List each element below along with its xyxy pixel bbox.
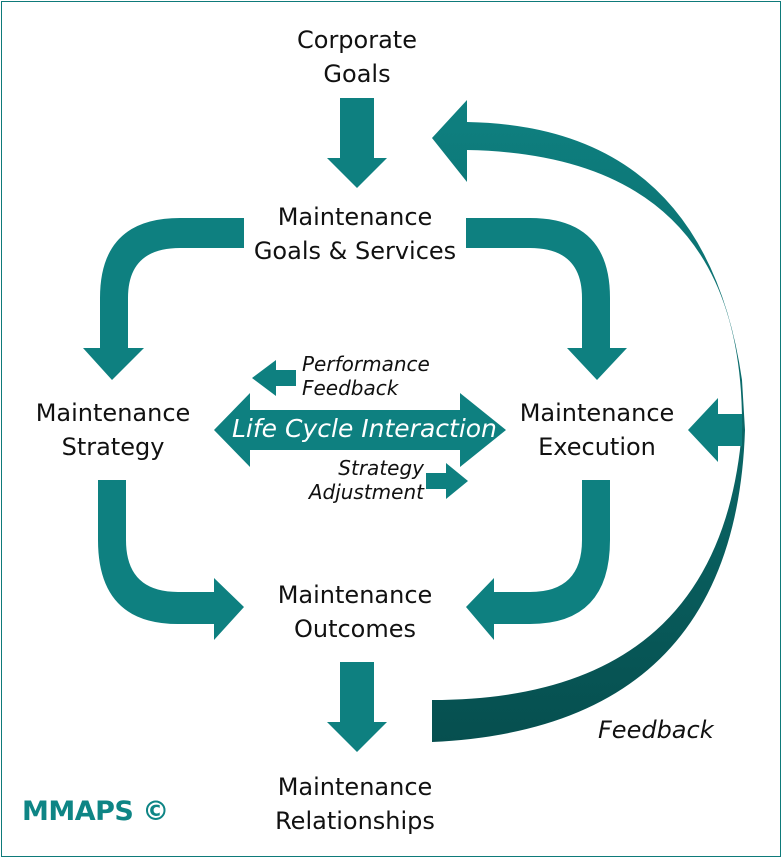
arrow-execution-to-outcomes <box>466 480 610 640</box>
performance-feedback-line-2: Feedback <box>302 376 399 400</box>
maintenance-goals-node: Maintenance Goals & Services <box>230 200 480 268</box>
maintenance-relationships-line-2: Relationships <box>275 807 435 835</box>
strategy-adjustment-line-2: Adjustment <box>308 480 424 504</box>
arrow-goals-to-execution <box>466 218 627 380</box>
arrow-feedback-to-execution <box>688 398 742 462</box>
feedback-arc <box>432 100 745 742</box>
maintenance-strategy-line-2: Strategy <box>61 433 165 461</box>
arrow-outcomes-to-relationships <box>327 662 387 752</box>
corporate-goals-line-1: Corporate <box>297 26 417 54</box>
maintenance-goals-line-1: Maintenance <box>277 203 433 231</box>
arrow-goals-to-strategy <box>83 218 244 380</box>
life-cycle-double-arrow <box>214 393 506 467</box>
maintenance-outcomes-line-1: Maintenance <box>277 581 433 609</box>
life-cycle-interaction-label: Life Cycle Interaction <box>232 414 497 443</box>
maintenance-relationships-line-1: Maintenance <box>277 773 433 801</box>
arrow-strategy-to-outcomes <box>98 480 244 640</box>
performance-feedback-label: Performance Feedback <box>302 352 430 400</box>
brand-logo: MMAPS © <box>22 796 169 827</box>
maintenance-strategy-line-1: Maintenance <box>35 399 191 427</box>
strategy-adjustment-line-1: Strategy <box>338 456 424 480</box>
maintenance-outcomes-line-2: Outcomes <box>293 615 417 643</box>
strategy-adjustment-arrow <box>426 463 468 499</box>
maintenance-strategy-node: Maintenance Strategy <box>18 396 208 464</box>
strategy-adjustment-label: Strategy Adjustment <box>300 456 424 504</box>
performance-feedback-line-1: Performance <box>302 352 430 376</box>
maintenance-execution-node: Maintenance Execution <box>502 396 692 464</box>
maintenance-execution-line-2: Execution <box>538 433 656 461</box>
maintenance-execution-line-1: Maintenance <box>519 399 675 427</box>
arrow-corporate-to-goals <box>327 98 387 188</box>
corporate-goals-line-2: Goals <box>323 60 391 88</box>
performance-feedback-arrow <box>252 360 296 396</box>
maintenance-relationships-node: Maintenance Relationships <box>245 770 465 838</box>
maintenance-goals-line-2: Goals & Services <box>253 237 457 265</box>
corporate-goals-node: Corporate Goals <box>257 23 457 91</box>
feedback-label: Feedback <box>598 716 714 744</box>
maintenance-outcomes-node: Maintenance Outcomes <box>255 578 455 646</box>
